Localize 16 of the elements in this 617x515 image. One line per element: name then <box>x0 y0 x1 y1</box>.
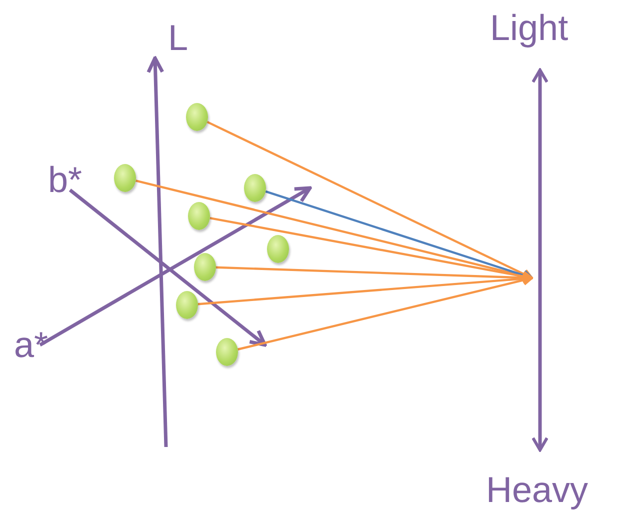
axis-label: Light <box>490 8 568 48</box>
data-point <box>267 235 289 263</box>
data-point <box>176 291 198 319</box>
axis-label: L <box>168 18 188 58</box>
arrow <box>198 273 534 306</box>
axis-label: b* <box>48 160 82 200</box>
axis-label: Heavy <box>486 470 588 510</box>
arrow <box>238 274 534 350</box>
scale-axis-arrow <box>532 68 548 452</box>
data-point <box>216 338 238 366</box>
data-point <box>244 174 266 202</box>
axis-label: a* <box>14 325 48 365</box>
data-point <box>114 164 136 192</box>
data-point <box>188 202 210 230</box>
data-point <box>194 253 216 281</box>
data-point <box>186 103 208 131</box>
